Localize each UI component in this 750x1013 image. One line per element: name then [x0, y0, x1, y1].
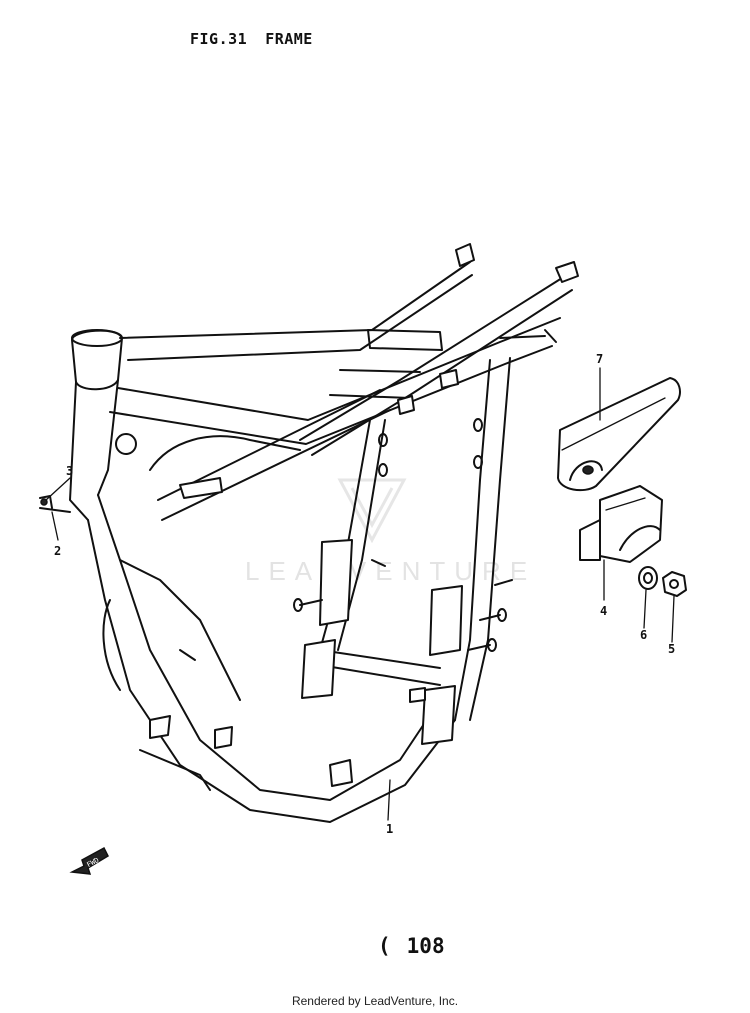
callout-4: 4 [600, 604, 608, 618]
page-number: (108 [378, 934, 445, 958]
figure-title: FIG.31 FRAME [190, 30, 331, 48]
render-credit: Rendered by LeadVenture, Inc. [291, 994, 459, 1008]
callout-6: 6 [640, 628, 648, 642]
callout-2: 2 [54, 544, 62, 558]
callout-7: 7 [596, 352, 604, 366]
page-paren: ( [378, 934, 391, 958]
page-number-value: 108 [406, 934, 445, 958]
part-4-bracket [579, 485, 663, 563]
callout-1: 1 [386, 822, 394, 836]
frame-assembly [39, 243, 579, 823]
figure-number: FIG.31 [190, 30, 248, 48]
leader-lines [45, 367, 675, 821]
watermark-emblem [337, 478, 407, 544]
part-6-washer [638, 566, 658, 590]
callout-3: 3 [66, 464, 74, 478]
watermark-text: LEADVENTURE [245, 556, 537, 586]
part-5-nut [662, 571, 687, 597]
fwd-arrow-icon [69, 846, 109, 875]
part-7-plate [557, 377, 681, 492]
callout-5: 5 [668, 642, 676, 656]
figure-name: FRAME [265, 30, 313, 48]
